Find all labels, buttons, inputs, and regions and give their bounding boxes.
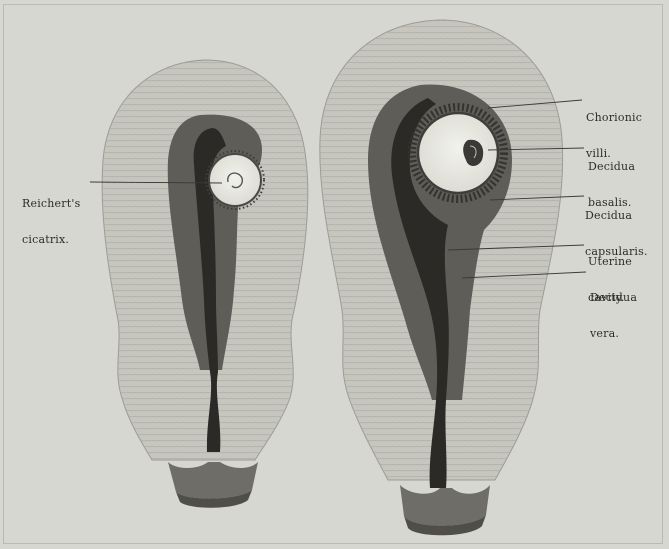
label-decidua-vera: Decidua vera.: [590, 268, 637, 364]
left-uterus: [102, 60, 308, 508]
label-reichert-cicatrix: Reichert's cicatrix.: [22, 174, 80, 270]
right-uterus: [320, 20, 563, 535]
left-cervix: [168, 462, 258, 499]
left-ovum: [209, 154, 261, 206]
right-cervix: [400, 485, 490, 526]
right-ovum: [418, 113, 498, 193]
